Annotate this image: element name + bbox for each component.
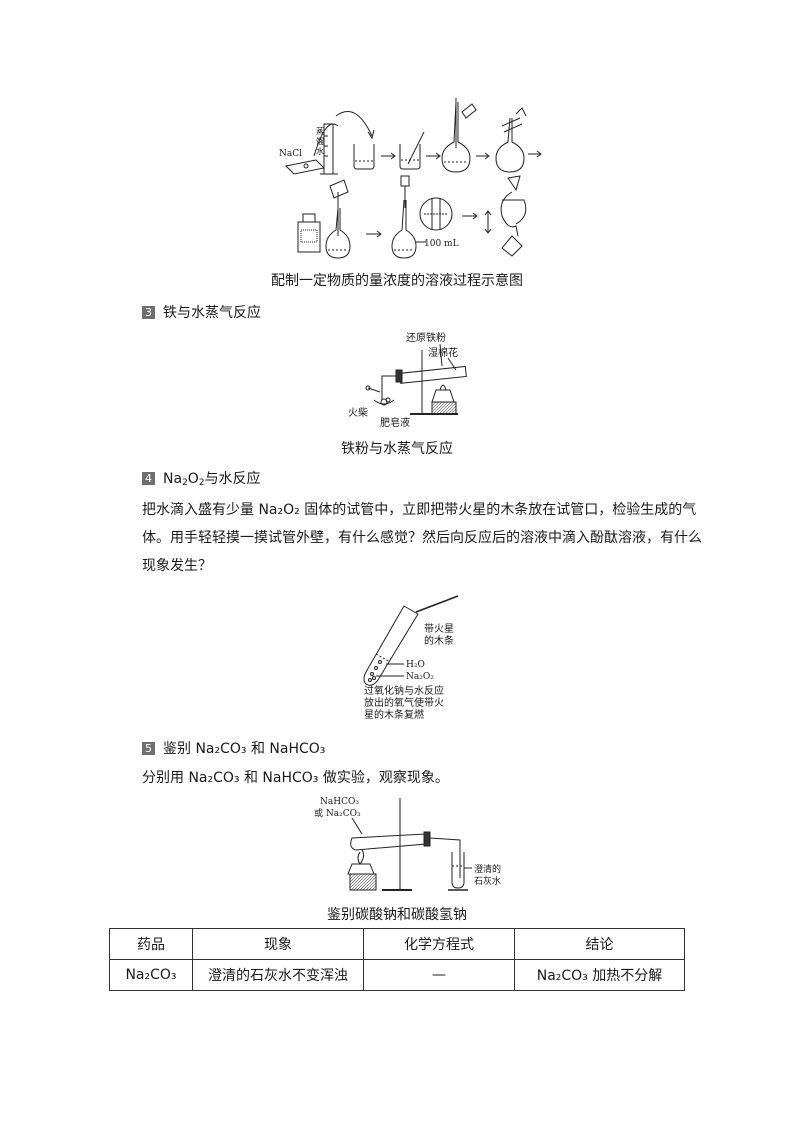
carbonate-identification-figure: NaHCO₃ 或 Na₂CO₃ 澄清的 石灰水 xyxy=(314,797,501,891)
section4-heading: 4 Na2O2与水反应 xyxy=(142,468,261,488)
peroxide-desc-1: 过氧化钠与水反应 xyxy=(364,684,444,697)
section3-number: 3 xyxy=(142,305,155,319)
distilled-water-2: 馏 xyxy=(316,136,324,146)
peroxide-desc-2: 放出的氧气使带火 xyxy=(364,696,444,709)
section4-title-rest: 与水反应 xyxy=(204,471,261,487)
peroxide-label: Na₂O₂ xyxy=(406,672,434,682)
section5-paragraph: 分别用 Na₂CO₃ 和 NaHCO₃ 做实验，观察现象。 xyxy=(142,770,449,786)
peroxide-desc-3: 星的木条复燃 xyxy=(364,708,424,721)
table-cell: 澄清的石灰水不变浑浊 xyxy=(192,959,364,991)
splint-label-2: 的木条 xyxy=(424,634,454,647)
table-cell: Na₂CO₃ 加热不分解 xyxy=(514,959,685,991)
iron-powder-label: 还原铁粉 xyxy=(406,331,446,344)
water-label: H₂O xyxy=(406,660,425,670)
section5-number: 5 xyxy=(142,741,155,755)
section4-title-o: O xyxy=(187,471,199,487)
section4-number: 4 xyxy=(142,471,155,485)
table-header: 药品 xyxy=(109,928,193,960)
reagent-label-1: NaHCO₃ xyxy=(320,797,359,807)
distilled-water-1: 蒸 xyxy=(316,126,324,136)
table-cell: Na₂CO₃ xyxy=(109,959,193,991)
wet-cotton-label: 湿棉花 xyxy=(428,346,458,359)
volume-label: 100 mL xyxy=(424,239,459,249)
peroxide-water-figure: 带火星 的木条 H₂O Na₂O₂ 过氧化钠与水反应 放出的氧气使带火 星的木条… xyxy=(363,595,459,721)
section4-paragraph: 把水滴入盛有少量 Na₂O₂ 固体的试管中，立即把带火星的木条放在试管口，检验生… xyxy=(142,496,702,580)
table-header: 现象 xyxy=(192,928,364,960)
section4-title-sub1: 2 xyxy=(182,478,188,488)
section4-title-na: Na xyxy=(163,471,183,487)
section4-para-line3: 现象发生？ xyxy=(142,558,212,574)
section4-title-sub2: 2 xyxy=(198,478,205,488)
limewater-label-2: 石灰水 xyxy=(474,875,501,887)
section4-para-line1: 把水滴入盛有少量 Na₂O₂ 固体的试管中，立即把带火星的木条放在试管口，检验生… xyxy=(142,502,697,518)
table-header: 化学方程式 xyxy=(363,928,515,960)
table-header: 结论 xyxy=(514,928,685,960)
table-header-row: 药品 现象 化学方程式 结论 xyxy=(109,928,685,960)
section3-figure-caption: 铁粉与水蒸气反应 xyxy=(341,441,453,457)
splint-label-1: 带火星 xyxy=(424,623,454,635)
reagent-label-2: 或 Na₂CO₃ xyxy=(314,807,361,819)
figure1-caption: 配制一定物质的量浓度的溶液过程示意图 xyxy=(271,273,523,289)
soap-solution-label: 肥皂液 xyxy=(380,416,410,429)
section4-title: Na2O2与水反应 xyxy=(163,468,261,488)
section5-heading: 5 鉴别 Na₂CO₃ 和 NaHCO₃ xyxy=(142,738,325,758)
table-cell: — xyxy=(363,959,515,991)
iron-steam-figure: 还原铁粉 湿棉花 火柴 肥皂液 xyxy=(348,331,467,429)
section3-title: 铁与水蒸气反应 xyxy=(163,305,261,321)
section5-figure-caption: 鉴别碳酸钠和碳酸氢钠 xyxy=(327,907,467,923)
comparison-table: 药品 现象 化学方程式 结论 Na₂CO₃ 澄清的石灰水不变浑浊 — Na₂CO… xyxy=(109,928,685,991)
nacl-label: NaCl xyxy=(279,149,302,159)
table-row: Na₂CO₃ 澄清的石灰水不变浑浊 — Na₂CO₃ 加热不分解 xyxy=(109,959,685,991)
distilled-water-3: 水 xyxy=(316,146,324,156)
section4-para-line2: 体。用手轻轻摸一摸试管外壁，有什么感觉？然后向反应后的溶液中滴入酚酞溶液，有什么 xyxy=(142,530,702,546)
section5-title: 鉴别 Na₂CO₃ 和 NaHCO₃ xyxy=(163,741,326,757)
section3-heading: 3 铁与水蒸气反应 xyxy=(142,302,261,322)
solution-preparation-figure: NaCl 蒸 馏 水 100 mL xyxy=(279,98,542,259)
match-label: 火柴 xyxy=(348,406,368,419)
limewater-label-1: 澄清的 xyxy=(474,863,501,875)
